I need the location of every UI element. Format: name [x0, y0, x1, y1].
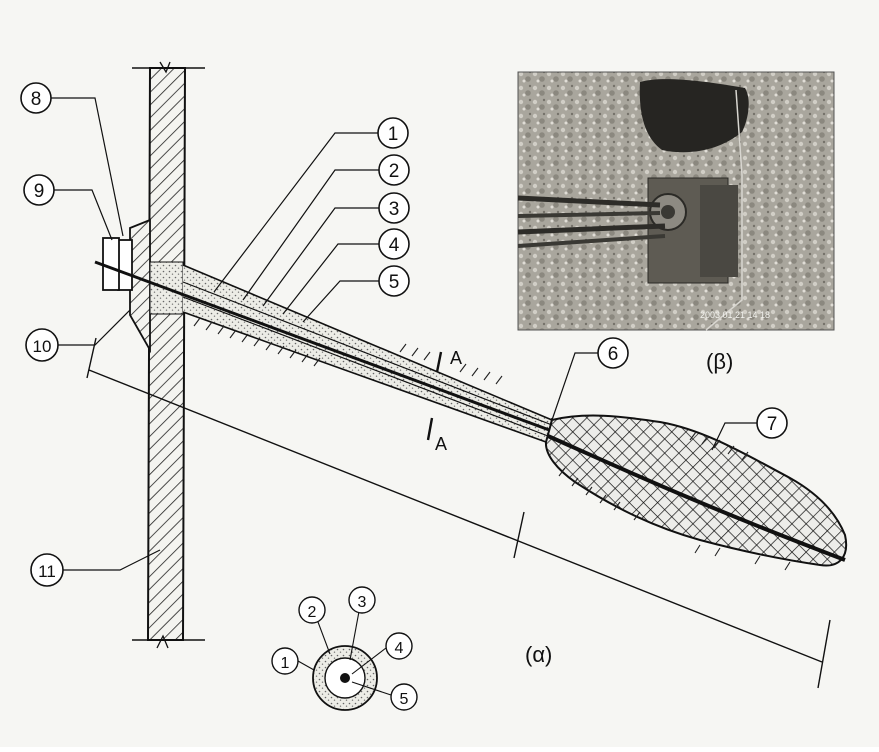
cs-callout-1: 1: [271, 647, 299, 675]
photo-timestamp: 2003 01 21 14 18: [700, 310, 770, 320]
callout-10-label: 10: [33, 337, 52, 356]
callout-7: 7: [756, 407, 788, 439]
callout-11: 11: [30, 553, 64, 587]
callout-6: 6: [597, 337, 629, 369]
photo-cable: [705, 89, 743, 331]
cs-callout-5-label: 5: [400, 691, 409, 708]
anchor-bond-zone: [544, 414, 848, 567]
section-label-top: A: [450, 348, 462, 368]
callout-11-label: 11: [38, 562, 56, 581]
section-mark: A A: [426, 348, 462, 454]
callout-10: 10: [25, 328, 59, 362]
cs-callout-4-label: 4: [395, 640, 404, 657]
borehole-upper-edge: [182, 264, 553, 421]
dimension-tick-end: [817, 619, 831, 689]
length-dimension: [86, 337, 831, 689]
photo-cavity: [639, 79, 749, 153]
cross-section: 1 2 3 4 5: [271, 586, 418, 711]
photo-tendon-4: [517, 234, 666, 248]
callout-9-label: 9: [34, 181, 45, 202]
cs-callout-2-label: 2: [308, 604, 317, 621]
bearing-plate: [117, 239, 133, 291]
soil-hatching: [193, 317, 791, 571]
panel-b-label: (β): [706, 349, 733, 374]
callout-9: 9: [23, 174, 55, 206]
callout-5-label: 5: [389, 272, 400, 293]
cs-callout-1-label: 1: [281, 655, 290, 672]
callout-1-label: 1: [388, 124, 399, 145]
callout-2-label: 2: [389, 161, 400, 182]
cs-callout-3: 3: [348, 586, 376, 614]
dimension-tick-mid: [513, 511, 525, 559]
callout-4: 4: [378, 228, 410, 260]
section-mark-top: [435, 351, 443, 373]
cross-section-tendon: [340, 673, 350, 683]
sheath-upper: [182, 281, 553, 426]
callout-4-label: 4: [389, 235, 400, 256]
tendon-free: [94, 260, 553, 433]
cs-callout-4: 4: [385, 632, 413, 660]
photo-tendon-1: [517, 195, 661, 208]
callout-8-label: 8: [31, 89, 42, 110]
cs-callout-2: 2: [298, 596, 326, 624]
tendon-bonded: [547, 434, 846, 562]
callout-3-label: 3: [389, 199, 400, 220]
bearing-wedge: [129, 218, 151, 354]
cs-callout-3-label: 3: [358, 594, 367, 611]
callout-5: 5: [378, 265, 410, 297]
field-photo: 2003 01 21 14 18: [517, 71, 835, 331]
anchor-nut: [102, 237, 120, 291]
cs-callout-5: 5: [390, 683, 418, 711]
photo-tendon-2: [517, 211, 661, 218]
callout-2: 2: [378, 154, 410, 186]
leader-lines: [50, 97, 757, 571]
callout-3: 3: [378, 192, 410, 224]
callout-8: 8: [20, 82, 52, 114]
retaining-wall: [132, 61, 205, 649]
callout-1: 1: [377, 117, 409, 149]
panel-a-label: (α): [525, 642, 552, 667]
anchor-free-length: [94, 260, 553, 447]
anchor-head: [102, 218, 184, 354]
photo-tendon-3: [517, 223, 666, 235]
dimension-line: [88, 369, 823, 663]
section-mark-bottom: [426, 417, 434, 441]
borehole-lower-edge: [182, 311, 547, 443]
callout-6-label: 6: [608, 344, 619, 365]
photo-anchor-block: [700, 185, 738, 277]
photo-anchor-hole: [661, 205, 675, 219]
section-label-bottom: A: [435, 434, 447, 454]
sheath-lower: [182, 296, 549, 437]
callout-7-label: 7: [767, 414, 778, 435]
